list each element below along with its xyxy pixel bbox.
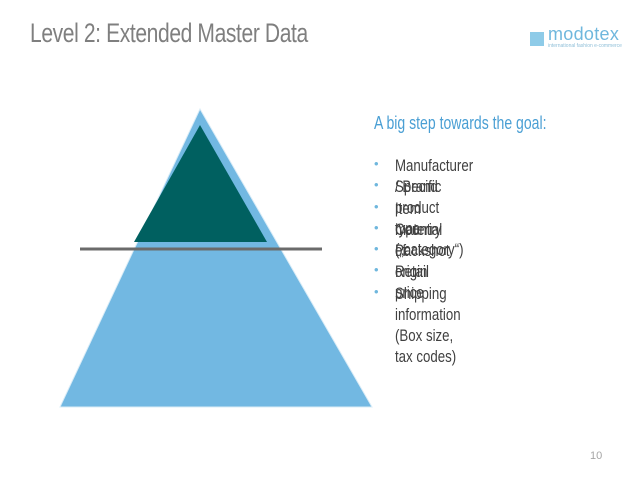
bullet-text: Manufacturer / Brand [395,156,474,196]
bullet-icon: • [374,177,379,193]
bullet-icon: • [374,156,379,171]
bullet-text: Item material [395,198,443,239]
bullet-text: Shipping information (Box size, tax code… [395,283,461,366]
bullet-text: Country of origin [395,219,442,281]
bullet-icon: • [374,219,379,235]
content-heading: A big step towards the goal: [374,113,547,133]
slide-title: Level 2: Extended Master Data [30,18,308,48]
modotex-logo: modotex international fashion e-commerce [530,24,630,52]
bullet-text: Retail price [395,262,429,303]
logo-tagline: international fashion e-commerce [548,43,622,49]
bullet-text: Packshot [395,241,450,261]
bullet-icon: • [374,241,379,257]
logo-name: modotex [548,24,620,44]
pyramid-top [134,125,267,242]
logo-square-icon [530,32,544,46]
bullet-text: Specific product type („category“) [395,177,464,260]
bullet-icon: • [374,262,379,278]
pyramid-base [59,107,373,408]
page-number: 10 [590,450,603,462]
bullet-icon: • [374,283,379,299]
bullet-icon: • [374,198,379,214]
